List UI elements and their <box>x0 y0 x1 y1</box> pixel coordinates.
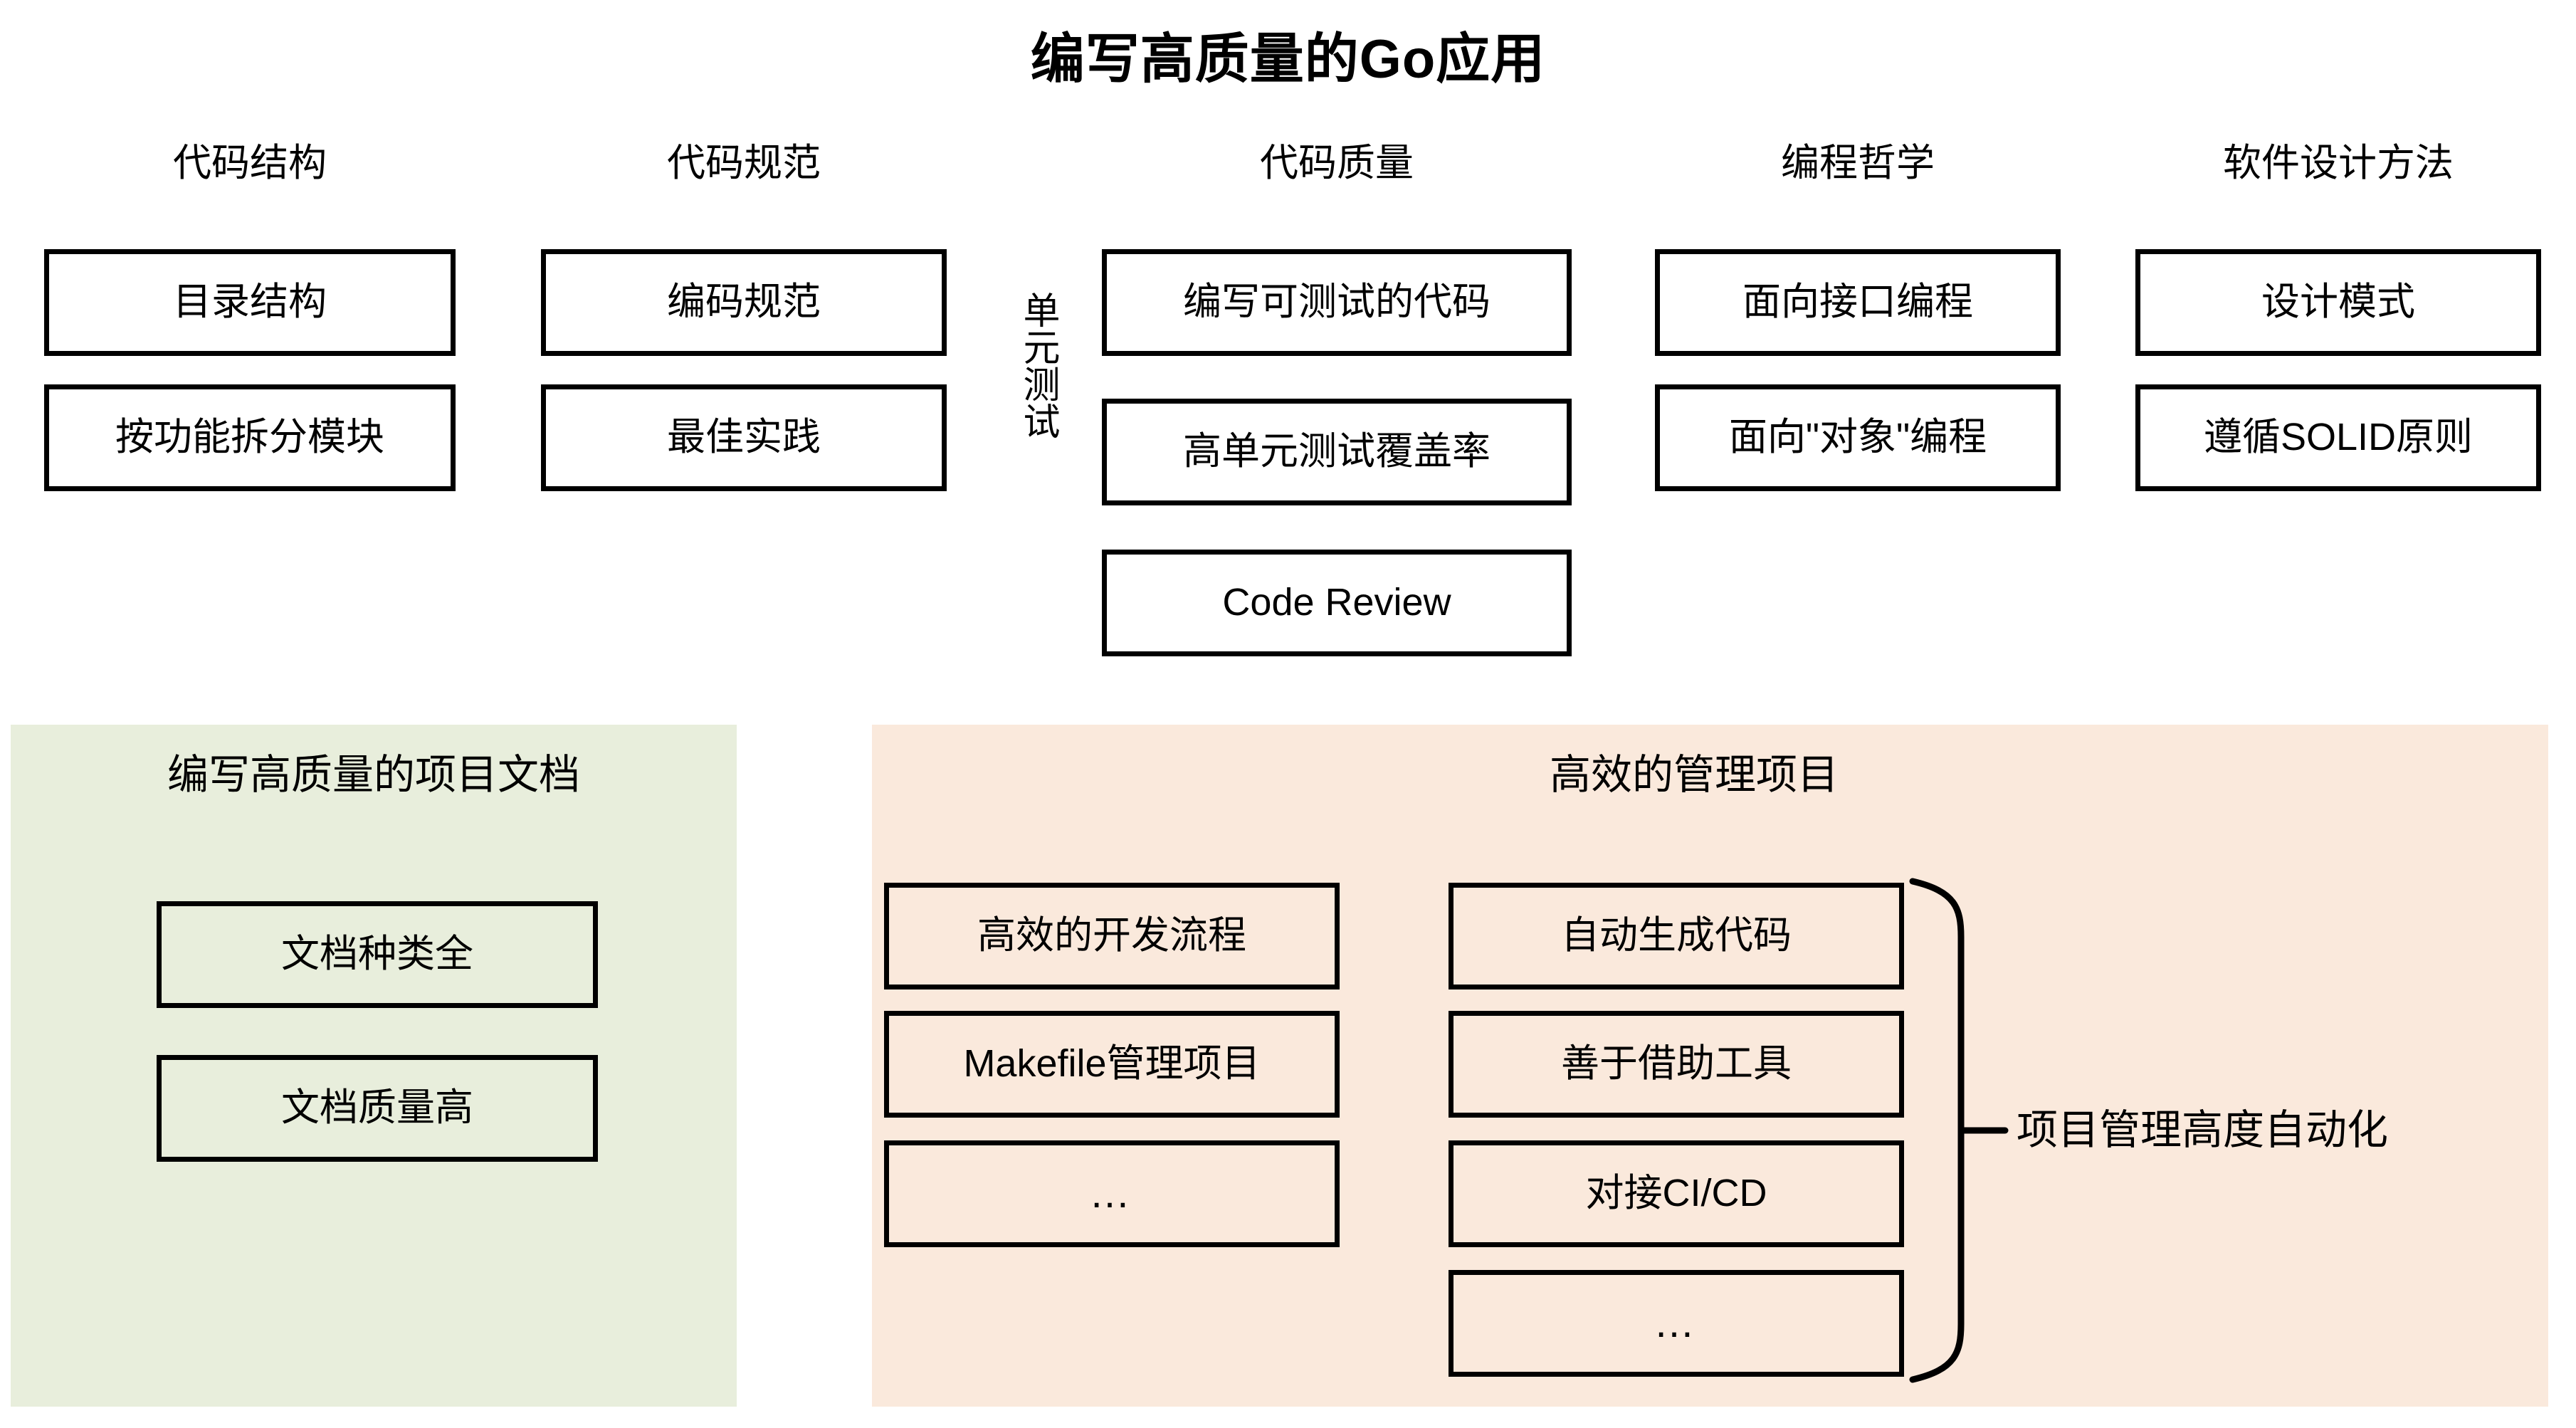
node-design-pattern[interactable]: 设计模式 <box>2135 249 2541 356</box>
node-left-more-ellipsis[interactable]: … <box>884 1140 1340 1247</box>
column-header-code-quality: 代码质量 <box>1260 142 1414 184</box>
node-code-review[interactable]: Code Review <box>1102 550 1572 656</box>
panel-title-project-documentation: 编写高质量的项目文档 <box>167 752 580 798</box>
node-makefile-project-management[interactable]: Makefile管理项目 <box>884 1011 1340 1118</box>
side-label-unit-test: 单元测试 <box>1017 291 1058 439</box>
node-efficient-dev-process[interactable]: 高效的开发流程 <box>884 883 1340 989</box>
column-header-code-convention: 代码规范 <box>667 142 821 184</box>
node-right-more-ellipsis[interactable]: … <box>1449 1270 1904 1377</box>
panel-project-documentation: 编写高质量的项目文档 文档种类全 文档质量高 <box>11 725 737 1407</box>
node-directory-structure[interactable]: 目录结构 <box>44 249 456 356</box>
node-complete-doc-types[interactable]: 文档种类全 <box>157 901 598 1008</box>
panel-title-efficient-project-management: 高效的管理项目 <box>1549 752 1839 798</box>
node-write-testable-code[interactable]: 编写可测试的代码 <box>1102 249 1572 356</box>
column-header-software-design-method: 软件设计方法 <box>2223 142 2454 184</box>
node-high-unit-test-coverage[interactable]: 高单元测试覆盖率 <box>1102 399 1572 505</box>
curly-brace-icon <box>1909 878 2009 1383</box>
brace-label-project-management-automation: 项目管理高度自动化 <box>2017 1107 2389 1153</box>
column-header-programming-philosophy: 编程哲学 <box>1781 142 1935 184</box>
page-title: 编写高质量的Go应用 <box>1030 29 1546 90</box>
column-header-code-structure: 代码结构 <box>173 142 327 184</box>
node-object-oriented-programming[interactable]: 面向"对象"编程 <box>1655 384 2061 491</box>
node-best-practice[interactable]: 最佳实践 <box>541 384 947 491</box>
node-interface-oriented-programming[interactable]: 面向接口编程 <box>1655 249 2061 356</box>
node-auto-generate-code[interactable]: 自动生成代码 <box>1449 883 1904 989</box>
node-integrate-ci-cd[interactable]: 对接CI/CD <box>1449 1140 1904 1247</box>
node-high-doc-quality[interactable]: 文档质量高 <box>157 1055 598 1162</box>
node-split-modules-by-function[interactable]: 按功能拆分模块 <box>44 384 456 491</box>
node-leverage-tools[interactable]: 善于借助工具 <box>1449 1011 1904 1118</box>
panel-efficient-project-management: 高效的管理项目 高效的开发流程 Makefile管理项目 … 自动生成代码 善于… <box>872 725 2548 1407</box>
node-coding-convention[interactable]: 编码规范 <box>541 249 947 356</box>
node-follow-solid-principles[interactable]: 遵循SOLID原则 <box>2135 384 2541 491</box>
